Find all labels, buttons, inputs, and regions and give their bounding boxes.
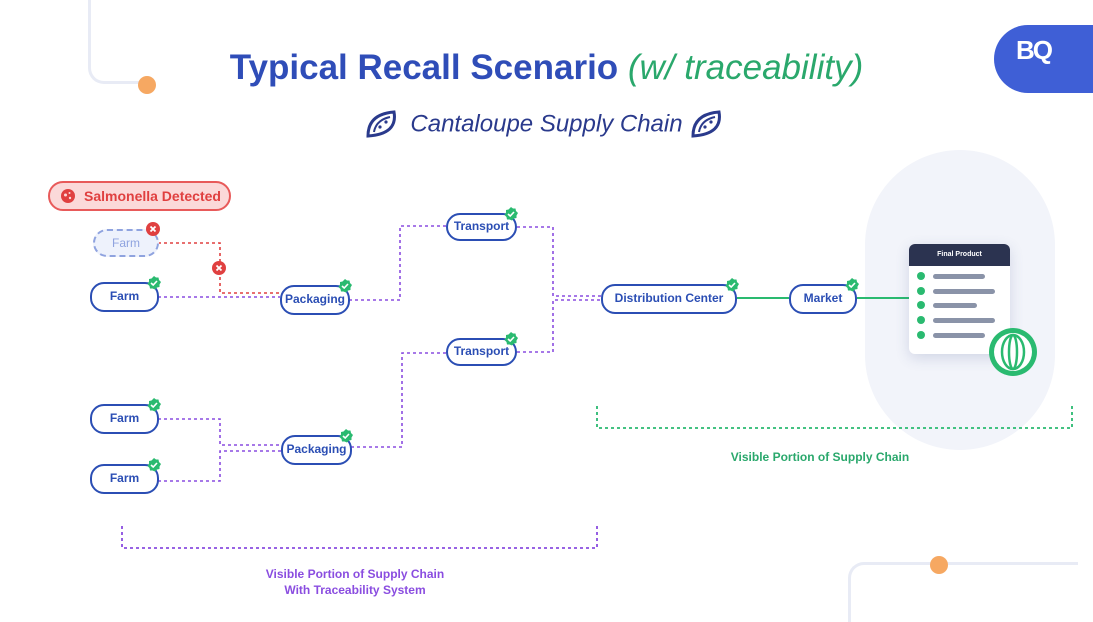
decorative-dot — [138, 76, 156, 94]
traceability-bracket — [121, 526, 598, 549]
error-x-icon — [212, 261, 226, 275]
final-product-card: Final Product — [909, 244, 1010, 354]
card-title: Final Product — [909, 244, 1010, 266]
bacteria-icon — [61, 189, 75, 203]
verified-check-icon — [147, 276, 161, 290]
verified-check-icon — [338, 279, 352, 293]
verified-check-icon — [147, 458, 161, 472]
verified-check-icon — [504, 207, 518, 221]
visible-portion-bracket — [596, 406, 1073, 429]
visible-portion-label: Visible Portion of Supply Chain — [730, 450, 910, 464]
packaging-node: Packaging — [280, 285, 350, 315]
error-x-icon — [146, 222, 160, 236]
connector-transport-distribution — [517, 299, 601, 353]
traceability-label-line2: With Traceability System — [284, 583, 426, 597]
connector-farm-packaging — [158, 418, 281, 446]
melon-icon — [989, 328, 1037, 376]
page-title: Typical Recall Scenario (w/ traceability… — [0, 48, 1093, 88]
melon-slice-icon — [691, 110, 722, 138]
decorative-dot — [930, 556, 948, 574]
connector-transport-distribution — [517, 226, 601, 297]
verified-check-icon — [725, 278, 739, 292]
transport-node: Transport — [446, 213, 517, 241]
connector-packaging-transport — [351, 352, 446, 448]
verified-check-icon — [504, 332, 518, 346]
farm-node: Farm — [90, 282, 159, 312]
farm-node-contaminated: Farm — [93, 229, 159, 257]
farm-node: Farm — [90, 404, 159, 434]
logo-background — [994, 25, 1093, 93]
verified-check-icon — [339, 429, 353, 443]
title-main: Typical Recall Scenario — [229, 48, 619, 87]
traceability-label-line1: Visible Portion of Supply Chain — [265, 567, 445, 581]
subtitle-text: Cantaloupe Supply Chain — [410, 110, 683, 138]
title-italic: (w/ traceability) — [627, 48, 864, 87]
logo: BQ — [1016, 35, 1053, 65]
connector-farm-packaging — [158, 450, 281, 482]
market-node: Market — [789, 284, 857, 314]
connector-packaging-transport — [349, 225, 446, 301]
packaging-node: Packaging — [281, 435, 352, 465]
verified-check-icon — [147, 398, 161, 412]
verified-check-icon — [845, 278, 859, 292]
alert-label: Salmonella Detected — [84, 188, 221, 204]
salmonella-alert: Salmonella Detected — [48, 181, 231, 211]
decorative-corner-line — [88, 0, 150, 84]
traceability-label: Visible Portion of Supply Chain With Tra… — [210, 566, 500, 598]
distribution-center-node: Distribution Center — [601, 284, 737, 314]
melon-slice-icon — [366, 110, 396, 138]
decorative-corner-line — [848, 562, 1078, 622]
farm-node: Farm — [90, 464, 159, 494]
transport-node: Transport — [446, 338, 517, 366]
page-subtitle: Cantaloupe Supply Chain — [0, 108, 1093, 142]
